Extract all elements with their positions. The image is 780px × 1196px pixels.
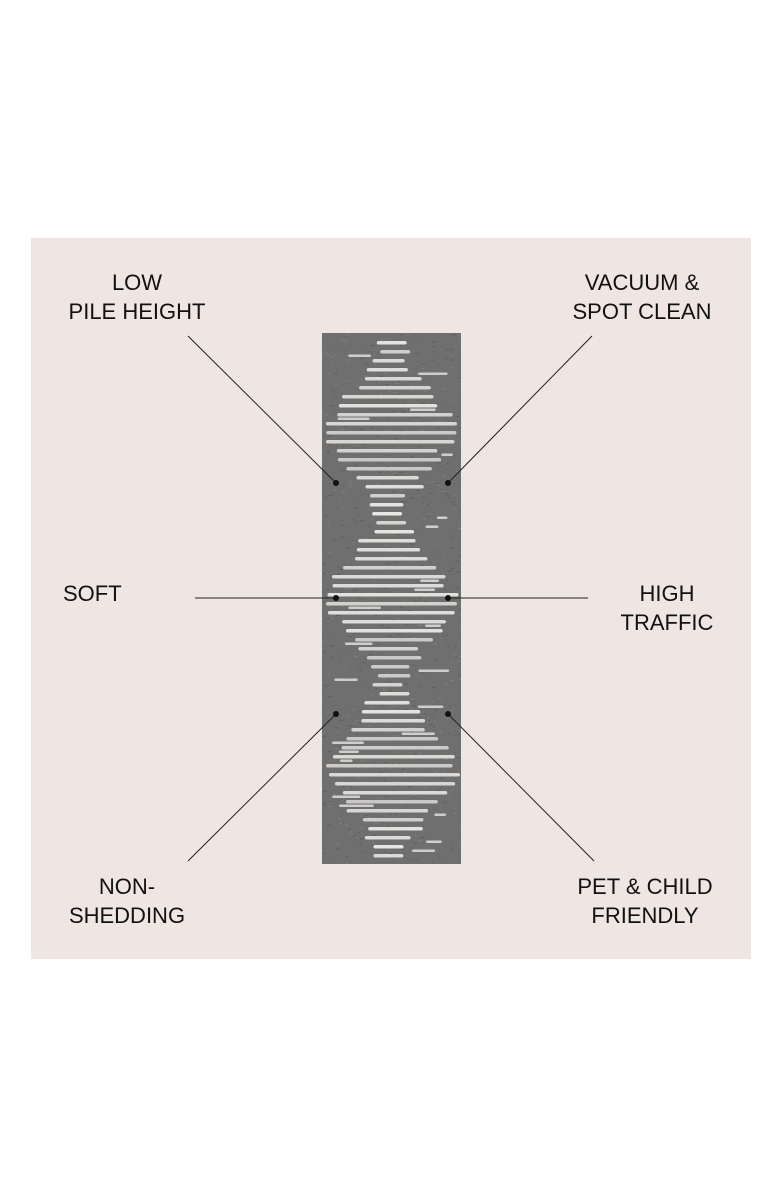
leader-low-pile (187, 335, 337, 484)
label-high-traffic: HIGH TRAFFIC (620, 581, 714, 635)
runner-rug-image (322, 333, 461, 864)
dot-non-shedding (333, 711, 339, 717)
leader-vacuum (447, 335, 593, 484)
leader-non-shedding (187, 713, 337, 862)
dot-vacuum (445, 480, 451, 486)
label-low-pile-height: LOW PILE HEIGHT (68, 270, 206, 324)
dot-soft (333, 595, 339, 601)
label-pet-child-friendly: PET & CHILD FRIENDLY (577, 874, 713, 928)
label-vacuum-spot-clean: VACUUM & SPOT CLEAN (572, 270, 712, 324)
dot-pet-child (445, 711, 451, 717)
label-non-shedding: NON- SHEDDING (68, 874, 186, 928)
label-soft: SOFT (63, 581, 122, 606)
leader-pet-child (447, 713, 595, 862)
dot-high-traffic (445, 595, 451, 601)
dot-low-pile (333, 480, 339, 486)
